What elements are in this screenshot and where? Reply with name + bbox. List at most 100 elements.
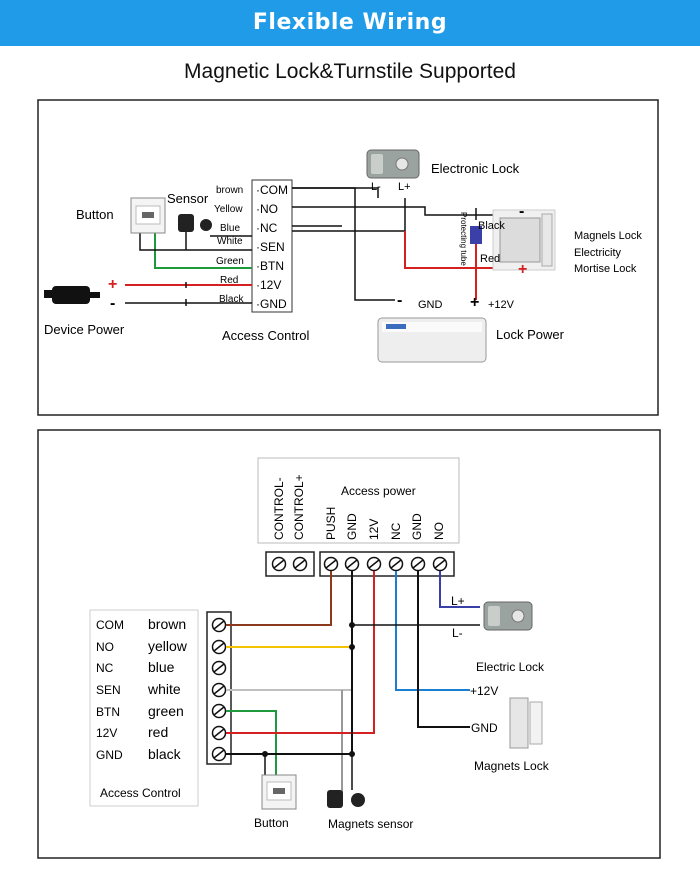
power-terminal-no: NO (432, 522, 446, 540)
top-sensor-image (178, 214, 212, 232)
terminal-gnd: ·GND (256, 297, 287, 311)
top-sensor-label: Sensor (167, 191, 209, 206)
wire-label-green: Green (216, 256, 244, 267)
device-power-label: Device Power (44, 322, 125, 337)
wire-black-gnd-out (417, 571, 470, 728)
top-plus-sign: + (108, 276, 117, 293)
row-nc-terminal: NC (96, 661, 114, 675)
lock-power-supply-image (377, 317, 487, 363)
wire-label-black: Black (219, 294, 244, 305)
bottom-magnets-lock-image (509, 697, 543, 749)
bottom-magnets-sensor-label: Magnets sensor (328, 817, 413, 831)
row-sen-terminal: SEN (96, 683, 121, 697)
lock-power-label: Lock Power (496, 327, 565, 342)
top-black-label: Black (478, 220, 505, 232)
lock-power-plus: + (470, 294, 479, 311)
bottom-button-label: Button (254, 816, 289, 830)
top-access-control-label: Access Control (222, 328, 310, 343)
terminal-nc: ·NC (256, 221, 278, 235)
row-com-terminal: COM (96, 618, 124, 632)
bottom-electric-lock-label: Electric Lock (476, 660, 545, 674)
wire-label-red: Red (220, 275, 238, 286)
terminal-12v: ·12V (256, 278, 281, 292)
top-diagram-frame (37, 99, 659, 416)
wire-label-brown: brown (216, 185, 243, 196)
row-nc-color: blue (148, 659, 175, 675)
top-wire-no-out (292, 206, 515, 216)
top-mag-plus: + (518, 261, 527, 278)
bottom-electric-lock-image (483, 601, 533, 631)
row-12v-color: red (148, 724, 168, 740)
top-red-label: Red (480, 253, 500, 265)
top-mag-minus: - (519, 203, 524, 220)
wire-brown-com (226, 571, 332, 626)
row-gnd-color: black (148, 746, 182, 762)
terminal-btn: ·BTN (256, 259, 284, 273)
wire-label-white: White (217, 236, 243, 247)
wire-label-blue: Blue (220, 223, 240, 234)
title-banner (0, 0, 700, 46)
page-title: Flexible Wiring (252, 10, 448, 35)
wire-label-yellow: Yellow (214, 204, 243, 215)
bottom-l-plus: L+ (451, 594, 465, 608)
bottom-access-control-label: Access Control (100, 786, 181, 800)
top-lock-lminus: L- (371, 181, 381, 193)
top-wire-red-lock (404, 231, 515, 269)
access-terminal-column (206, 611, 232, 765)
row-no-color: yellow (148, 638, 188, 654)
top-magnets-lock-image (492, 209, 556, 271)
row-no-terminal: NO (96, 640, 114, 654)
bottom-button-image (261, 774, 297, 810)
row-gnd-terminal: GND (96, 748, 123, 762)
lock-power-12v: +12V (488, 299, 515, 311)
terminal-no: ·NO (256, 202, 278, 216)
magnets-lock-line-1: Magnels Lock (574, 230, 642, 242)
top-electronic-lock-label: Electronic Lock (431, 161, 520, 176)
terminal-sen: ·SEN (256, 240, 285, 254)
control-plus-label: CONTROL+ (292, 474, 306, 540)
bottom-wiring-diagram: Access power CONTROL- CONTROL+ PUSH GND … (37, 429, 661, 859)
top-wire-green (154, 233, 252, 269)
top-electronic-lock-image (366, 149, 420, 179)
junction-dots (262, 622, 355, 757)
top-wire-gnd-out (292, 187, 395, 301)
row-sen-color: white (147, 681, 181, 697)
protecting-tube-label: Protecting tube (459, 212, 468, 266)
device-power-image (44, 286, 100, 304)
wire-purple-no (439, 571, 480, 608)
row-com-color: brown (148, 616, 186, 632)
power-terminal-push: PUSH (324, 507, 338, 540)
row-btn-color: green (148, 703, 184, 719)
access-power-box (257, 457, 460, 544)
lock-power-gnd: GND (418, 299, 443, 311)
power-terminal-nc: NC (389, 522, 403, 540)
power-terminal-12v: 12V (367, 519, 381, 540)
magnets-lock-line-2: Electricity (574, 247, 622, 259)
power-terminal-gnd-1: GND (345, 513, 359, 540)
power-terminal-block (319, 551, 455, 577)
top-terminal-block (251, 179, 293, 313)
control-terminal-block (265, 551, 315, 577)
access-power-label: Access power (341, 484, 416, 498)
top-button-image (130, 197, 166, 234)
bottom-l-minus: L- (452, 626, 463, 640)
bottom-plus12-label: +12V (470, 684, 498, 698)
bottom-magnets-lock-label: Magnets Lock (474, 759, 550, 773)
row-btn-terminal: BTN (96, 705, 120, 719)
top-button-label: Button (76, 207, 114, 222)
top-minus-sign: - (110, 295, 115, 312)
bottom-magnets-sensor-image (327, 790, 365, 808)
page-subtitle: Magnetic Lock&Turnstile Supported (184, 60, 516, 83)
lock-power-minus: - (397, 292, 402, 309)
control-minus-label: CONTROL- (272, 477, 286, 540)
bottom-gnd-label: GND (471, 721, 498, 735)
terminal-com: ·COM (256, 183, 288, 197)
top-lock-lplus: L+ (398, 181, 411, 193)
protecting-tube (470, 226, 482, 244)
top-wire-button-sen (139, 233, 252, 251)
access-control-table (89, 609, 199, 807)
wire-blue-12v (395, 571, 470, 691)
top-wiring-diagram: ·COM ·NO ·NC ·SEN ·BTN ·12V ·GND brown Y… (37, 99, 659, 416)
row-12v-terminal: 12V (96, 726, 117, 740)
